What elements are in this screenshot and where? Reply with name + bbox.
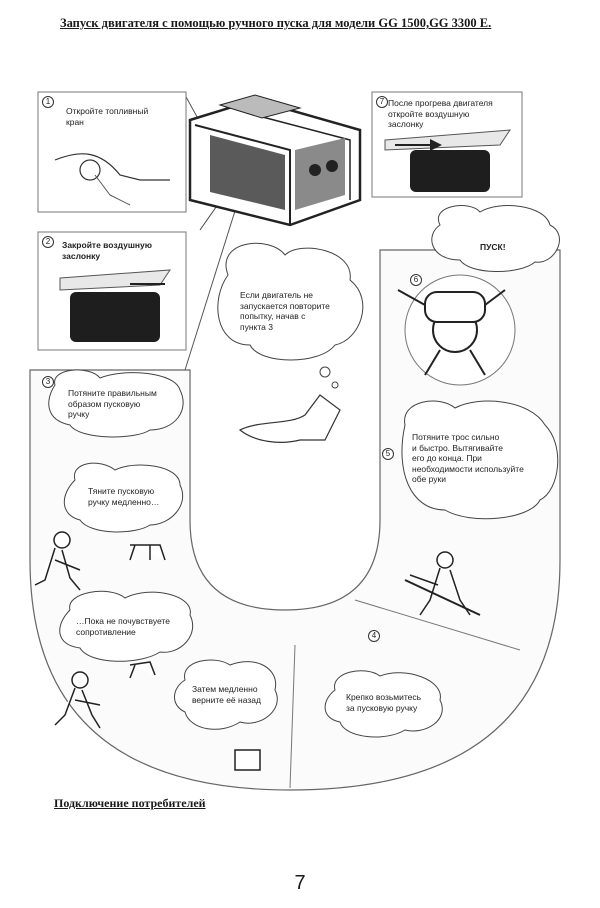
step-5-number: 5: [382, 448, 394, 460]
resistance-text: …Пока не почувствуете сопротивление: [76, 616, 170, 637]
step-5-text: Потяните трос сильно и быстро. Вытягивай…: [412, 432, 524, 484]
step-4-bubble: [324, 670, 443, 738]
return-back-bubble: [174, 659, 278, 730]
step-3-bubble: [48, 369, 184, 438]
step-7-text: После прогрева двигателя откройте воздуш…: [388, 98, 493, 129]
resistance-bubble: [59, 590, 194, 662]
step-4-number: 4: [368, 630, 380, 642]
start-bubble: [431, 205, 560, 272]
step-1-panel: [37, 91, 187, 213]
step-1-number: 1: [42, 96, 54, 108]
step-6-text: ПУСК!: [480, 242, 506, 252]
step-3-text: Потяните правильным образом пусковую руч…: [68, 388, 157, 419]
generator-illustration: [188, 94, 362, 227]
step-1-text: Откройте топливный кран: [66, 106, 149, 127]
step-6-number: 6: [410, 274, 422, 286]
page-title: Запуск двигателя с помощью ручного пуска…: [60, 16, 492, 30]
retry-bubble: [217, 242, 364, 361]
step-3-number: 3: [42, 376, 54, 388]
section-title: Подключение потребителей: [54, 796, 206, 810]
pull-slowly-bubble: [63, 462, 184, 533]
step-2-text: Закройте воздушную заслонку: [62, 240, 153, 261]
step-7-number: 7: [376, 96, 388, 108]
retry-text: Если двигатель не запускается повторите …: [240, 290, 330, 332]
pull-slowly-text: Тяните пусковую ручку медленно…: [88, 486, 160, 507]
step-4-text: Крепко возьмитесь за пусковую ручку: [346, 692, 422, 713]
step-5-bubble: [401, 400, 559, 520]
page-number: 7: [294, 872, 306, 894]
step-2-number: 2: [42, 236, 54, 248]
return-back-text: Затем медленно верните её назад: [192, 684, 261, 705]
